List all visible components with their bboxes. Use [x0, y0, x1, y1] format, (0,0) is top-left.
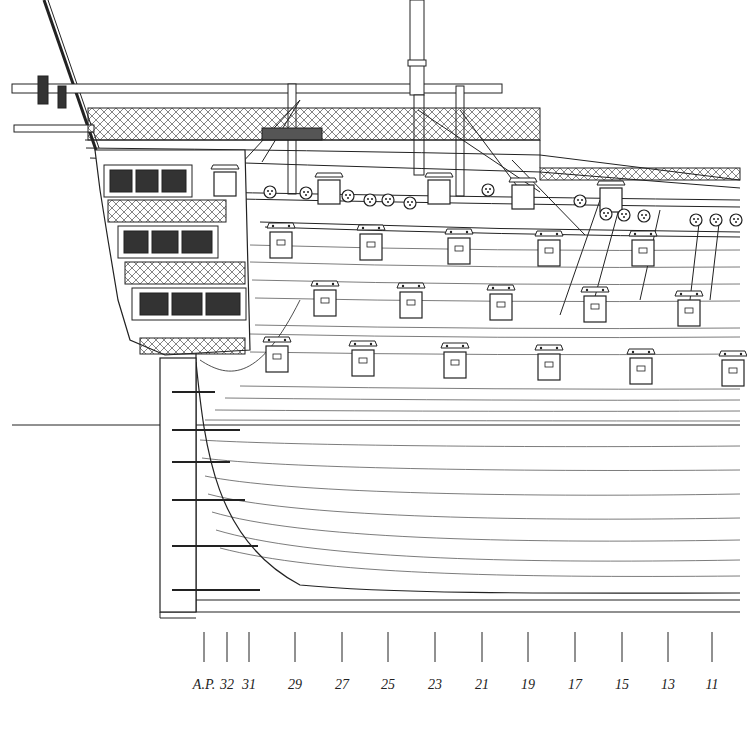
frame-number: A.P.	[193, 678, 215, 692]
frame-number: 11	[706, 678, 719, 692]
stern-galleries	[95, 150, 250, 355]
frame-number: 21	[475, 678, 489, 692]
frame-ticks	[204, 632, 712, 662]
frame-number: 13	[661, 678, 675, 692]
frame-number: 17	[568, 678, 582, 692]
frame-number: 19	[521, 678, 535, 692]
frame-number: 15	[615, 678, 629, 692]
frame-number: 25	[381, 678, 395, 692]
deadeyes	[264, 184, 742, 226]
frame-number: 23	[428, 678, 442, 692]
frame-number: 29	[288, 678, 302, 692]
frame-number: 27	[335, 678, 349, 692]
hull-outline	[12, 350, 740, 612]
gun-ports	[211, 165, 747, 386]
frame-number: 31	[242, 678, 256, 692]
frame-number: 32	[220, 678, 234, 692]
planking-lines	[200, 245, 740, 576]
